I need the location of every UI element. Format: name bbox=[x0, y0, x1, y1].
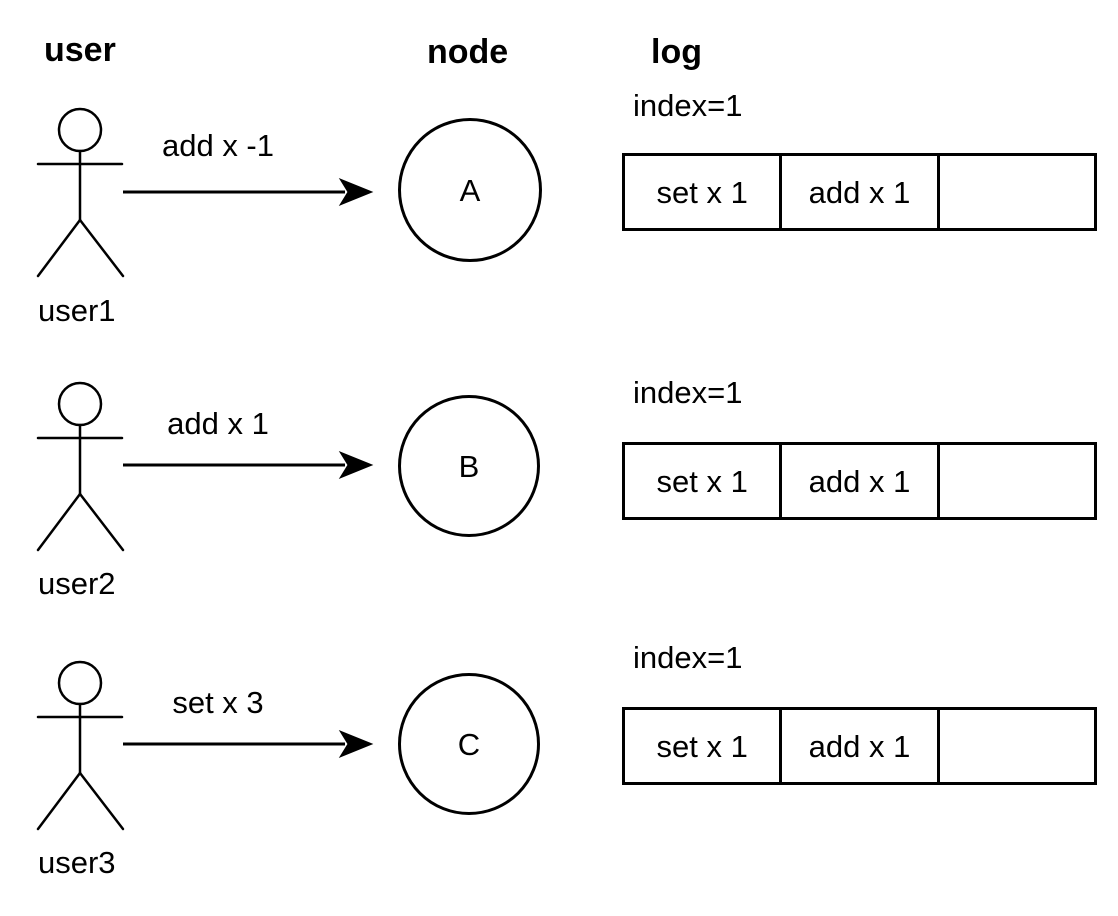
node-letter-c: C bbox=[457, 726, 481, 762]
log-index-row1: index=1 bbox=[633, 88, 743, 123]
log-cell: add x 1 bbox=[782, 445, 940, 517]
node-letter-a: A bbox=[459, 172, 481, 208]
log-cell: set x 1 bbox=[625, 445, 783, 517]
command-arrow-row2 bbox=[121, 450, 374, 480]
node-circle-a: A bbox=[398, 118, 542, 262]
column-header-log: log bbox=[651, 33, 702, 71]
log-table-row2: set x 1 add x 1 bbox=[622, 442, 1097, 520]
node-circle-c: C bbox=[398, 673, 540, 815]
column-header-user: user bbox=[44, 31, 116, 69]
log-cell-empty bbox=[940, 445, 1094, 517]
log-table-row3: set x 1 add x 1 bbox=[622, 707, 1097, 785]
user3-stick-figure-icon bbox=[36, 660, 125, 831]
command-label-row2: add x 1 bbox=[167, 406, 269, 441]
node-letter-b: B bbox=[458, 448, 480, 484]
log-index-row2: index=1 bbox=[633, 375, 743, 410]
node-circle-b: B bbox=[398, 395, 540, 537]
log-entry: set x 1 bbox=[656, 174, 748, 210]
log-entry: add x 1 bbox=[808, 174, 911, 210]
log-cell: set x 1 bbox=[625, 156, 783, 228]
user3-label: user3 bbox=[38, 845, 116, 880]
command-arrow-row3 bbox=[121, 729, 374, 759]
log-cell: add x 1 bbox=[782, 710, 940, 782]
log-entry: add x 1 bbox=[808, 463, 911, 499]
log-index-row3: index=1 bbox=[633, 640, 743, 675]
column-header-node: node bbox=[427, 33, 509, 71]
log-entry: add x 1 bbox=[808, 728, 911, 764]
log-cell: set x 1 bbox=[625, 710, 783, 782]
user2-stick-figure-icon bbox=[36, 381, 125, 552]
command-label-row1: add x -1 bbox=[161, 128, 274, 163]
user1-label: user1 bbox=[38, 293, 116, 328]
log-entry: set x 1 bbox=[656, 463, 748, 499]
log-table-row1: set x 1 add x 1 bbox=[622, 153, 1097, 231]
log-cell: add x 1 bbox=[782, 156, 940, 228]
user1-stick-figure-icon bbox=[36, 107, 125, 278]
user2-label: user2 bbox=[38, 566, 116, 601]
command-arrow-row1 bbox=[121, 177, 374, 207]
log-cell-empty bbox=[940, 710, 1094, 782]
log-cell-empty bbox=[940, 156, 1094, 228]
command-label-row3: set x 3 bbox=[172, 685, 264, 720]
log-entry: set x 1 bbox=[656, 728, 748, 764]
